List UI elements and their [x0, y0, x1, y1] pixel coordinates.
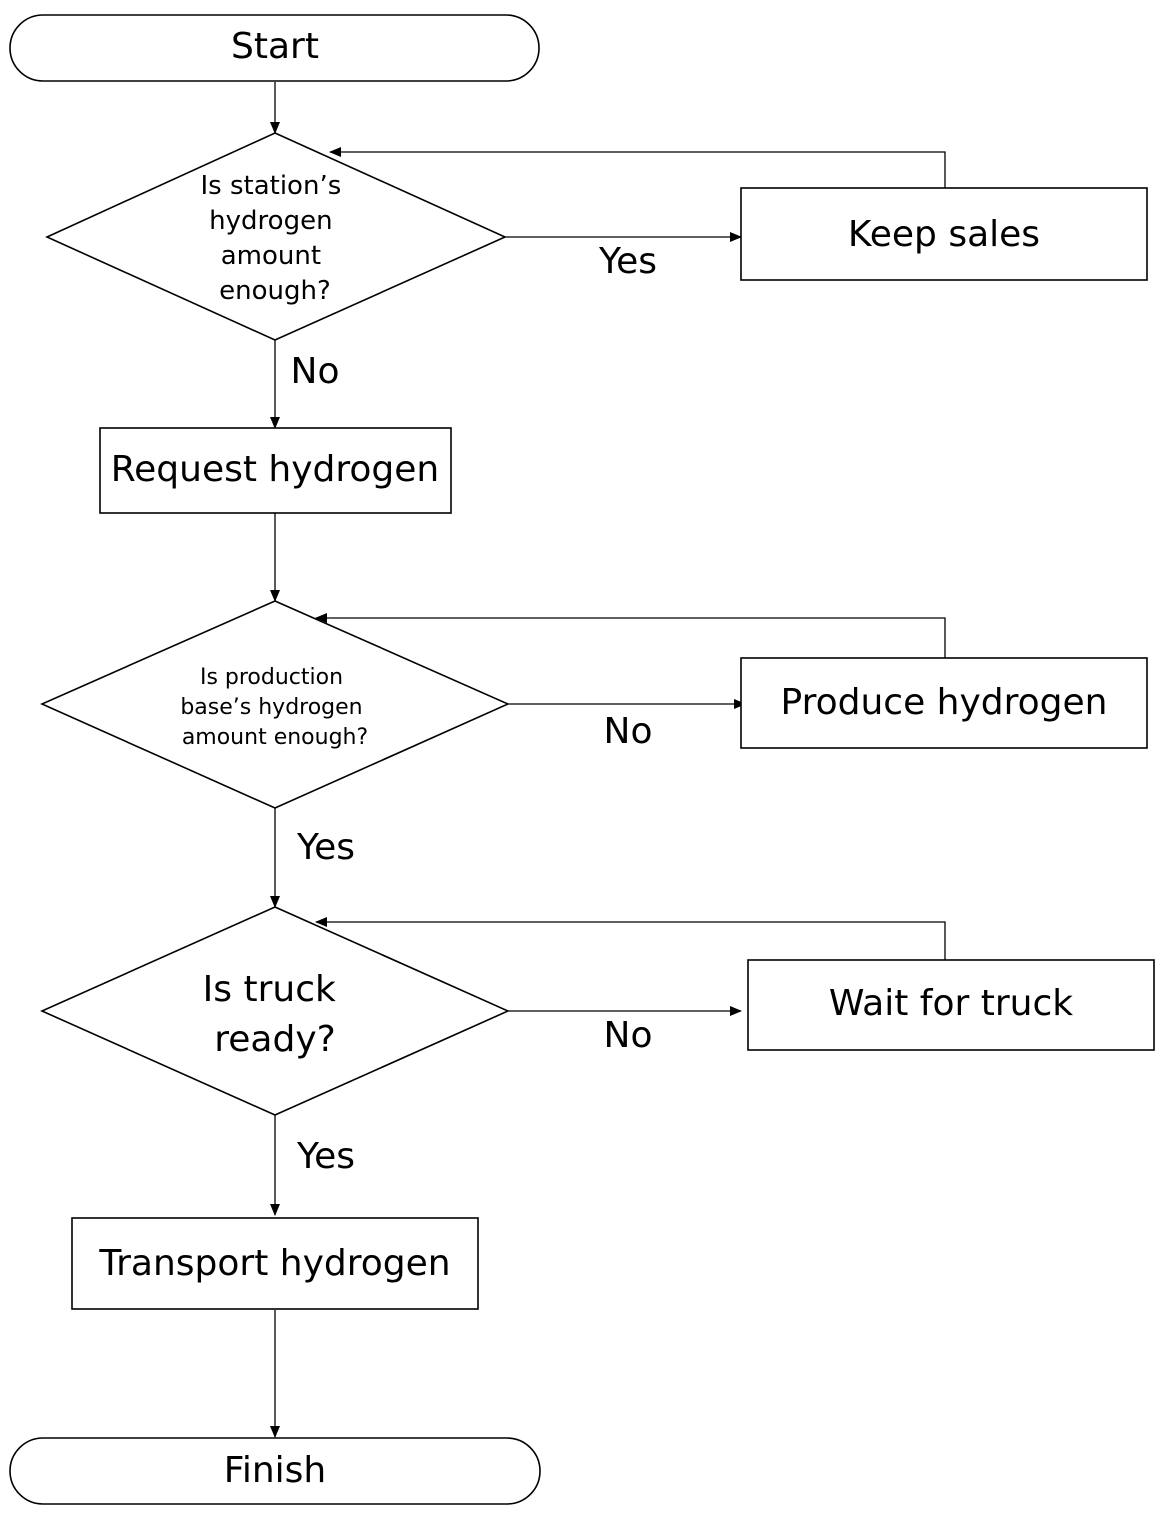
node-transport-hydrogen: Transport hydrogen — [71, 1217, 479, 1310]
node-start: Start — [9, 14, 540, 82]
node-start-label: Start — [231, 26, 319, 67]
connectors — [270, 82, 946, 1438]
edge-produce-loop-back — [315, 613, 946, 658]
node-wait-for-truck: Wait for truck — [747, 959, 1155, 1051]
truck-line-1: Is truck — [203, 969, 336, 1010]
edge-label-station-no: No — [291, 351, 340, 392]
edge-wait-loop-back — [315, 917, 946, 963]
node-transport-hydrogen-label: Transport hydrogen — [98, 1243, 450, 1284]
edge-label-station-yes: Yes — [598, 241, 657, 282]
station-line-2: hydrogen — [209, 206, 332, 236]
edge-label-production-yes: Yes — [296, 827, 355, 868]
edge-keep-sales-loop-back — [329, 147, 946, 188]
node-decision-truck: Is truck ready? — [40, 906, 510, 1116]
node-request-hydrogen: Request hydrogen — [99, 427, 452, 514]
node-decision-station-label: Is station’s hydrogen amount enough? — [200, 171, 349, 306]
node-keep-sales: Keep sales — [740, 187, 1148, 281]
edge-labels: Yes No No Yes No Yes — [291, 241, 658, 1177]
edge-label-truck-yes: Yes — [296, 1136, 355, 1177]
node-decision-station: Is station’s hydrogen amount enough? — [45, 132, 507, 341]
edge-label-truck-no: No — [604, 1015, 653, 1056]
production-line-3: amount enough? — [182, 725, 368, 750]
station-line-3: amount — [221, 241, 321, 271]
node-keep-sales-label: Keep sales — [848, 214, 1040, 255]
node-decision-production-label: Is production base’s hydrogen amount eno… — [180, 665, 369, 750]
station-line-4: enough? — [219, 276, 331, 306]
production-line-1: Is production — [200, 665, 343, 690]
node-decision-truck-label: Is truck ready? — [203, 969, 348, 1060]
node-finish: Finish — [9, 1437, 541, 1505]
node-finish-label: Finish — [224, 1450, 326, 1491]
truck-line-2: ready? — [214, 1019, 335, 1060]
node-decision-production: Is production base’s hydrogen amount eno… — [40, 600, 510, 809]
node-produce-hydrogen-label: Produce hydrogen — [781, 682, 1108, 723]
station-line-1: Is station’s — [200, 171, 341, 201]
edge-label-production-no: No — [604, 711, 653, 752]
node-produce-hydrogen: Produce hydrogen — [740, 657, 1148, 749]
node-request-hydrogen-label: Request hydrogen — [111, 449, 440, 490]
node-wait-for-truck-label: Wait for truck — [829, 983, 1073, 1024]
production-line-2: base’s hydrogen — [180, 695, 362, 720]
